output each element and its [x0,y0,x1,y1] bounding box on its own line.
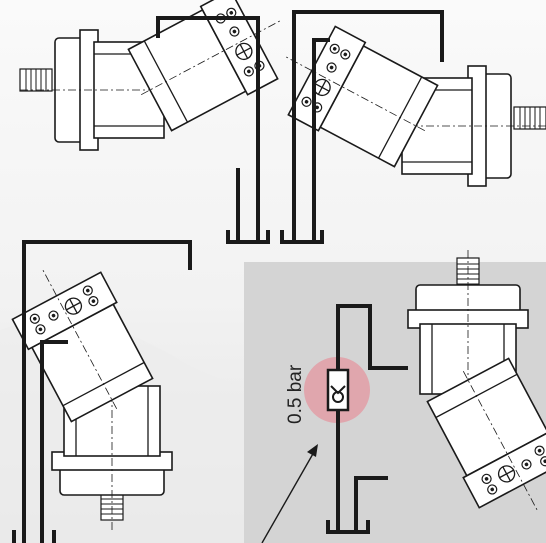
pressure-label: 0.5 bar [285,364,306,424]
drain-line-top-right [280,10,444,244]
drain-line-top-left [156,16,270,244]
drain-line-bottom-left [12,240,192,543]
detail-panel: 0.5 bar [244,249,546,543]
check-valve-symbol [326,368,350,412]
arrow-pointer [261,444,318,543]
